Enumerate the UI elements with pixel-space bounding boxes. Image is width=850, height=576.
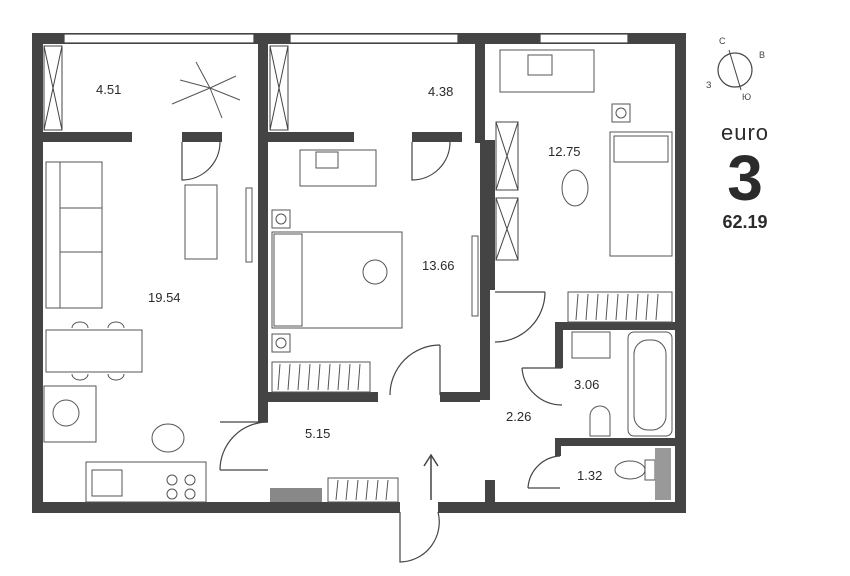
area-corridor: 2.26 <box>506 409 531 424</box>
compass-north: С <box>719 36 726 46</box>
area-bathroom: 3.06 <box>574 377 599 392</box>
entrance-arrow <box>423 453 439 500</box>
area-toilet: 1.32 <box>577 468 602 483</box>
compass-ring <box>717 52 753 88</box>
total-area: 62.19 <box>722 212 768 232</box>
area-balcony-left: 4.51 <box>96 82 121 97</box>
furniture <box>43 49 673 503</box>
layout-tag: euro <box>720 120 770 145</box>
balcony-glazing <box>43 45 519 261</box>
compass: С В З Ю <box>706 36 765 102</box>
room-count: 3 <box>727 142 763 214</box>
room-labels: 4.51 4.38 19.54 13.66 12.75 5.15 2.26 3.… <box>96 82 602 483</box>
compass-south: Ю <box>742 92 751 102</box>
area-living-kitchen: 19.54 <box>148 290 181 305</box>
area-bedroom-middle: 13.66 <box>422 258 455 273</box>
area-bedroom-right: 12.75 <box>548 144 581 159</box>
wardrobe-hatching <box>277 293 659 501</box>
compass-west: З <box>706 80 711 90</box>
doors <box>181 141 563 563</box>
apartment-summary: euro 3 62.19 <box>700 120 790 233</box>
compass-east: В <box>759 50 765 60</box>
windows <box>63 33 629 44</box>
interior-walls <box>32 33 675 502</box>
area-balcony-middle: 4.38 <box>428 84 453 99</box>
area-hallway: 5.15 <box>305 426 330 441</box>
